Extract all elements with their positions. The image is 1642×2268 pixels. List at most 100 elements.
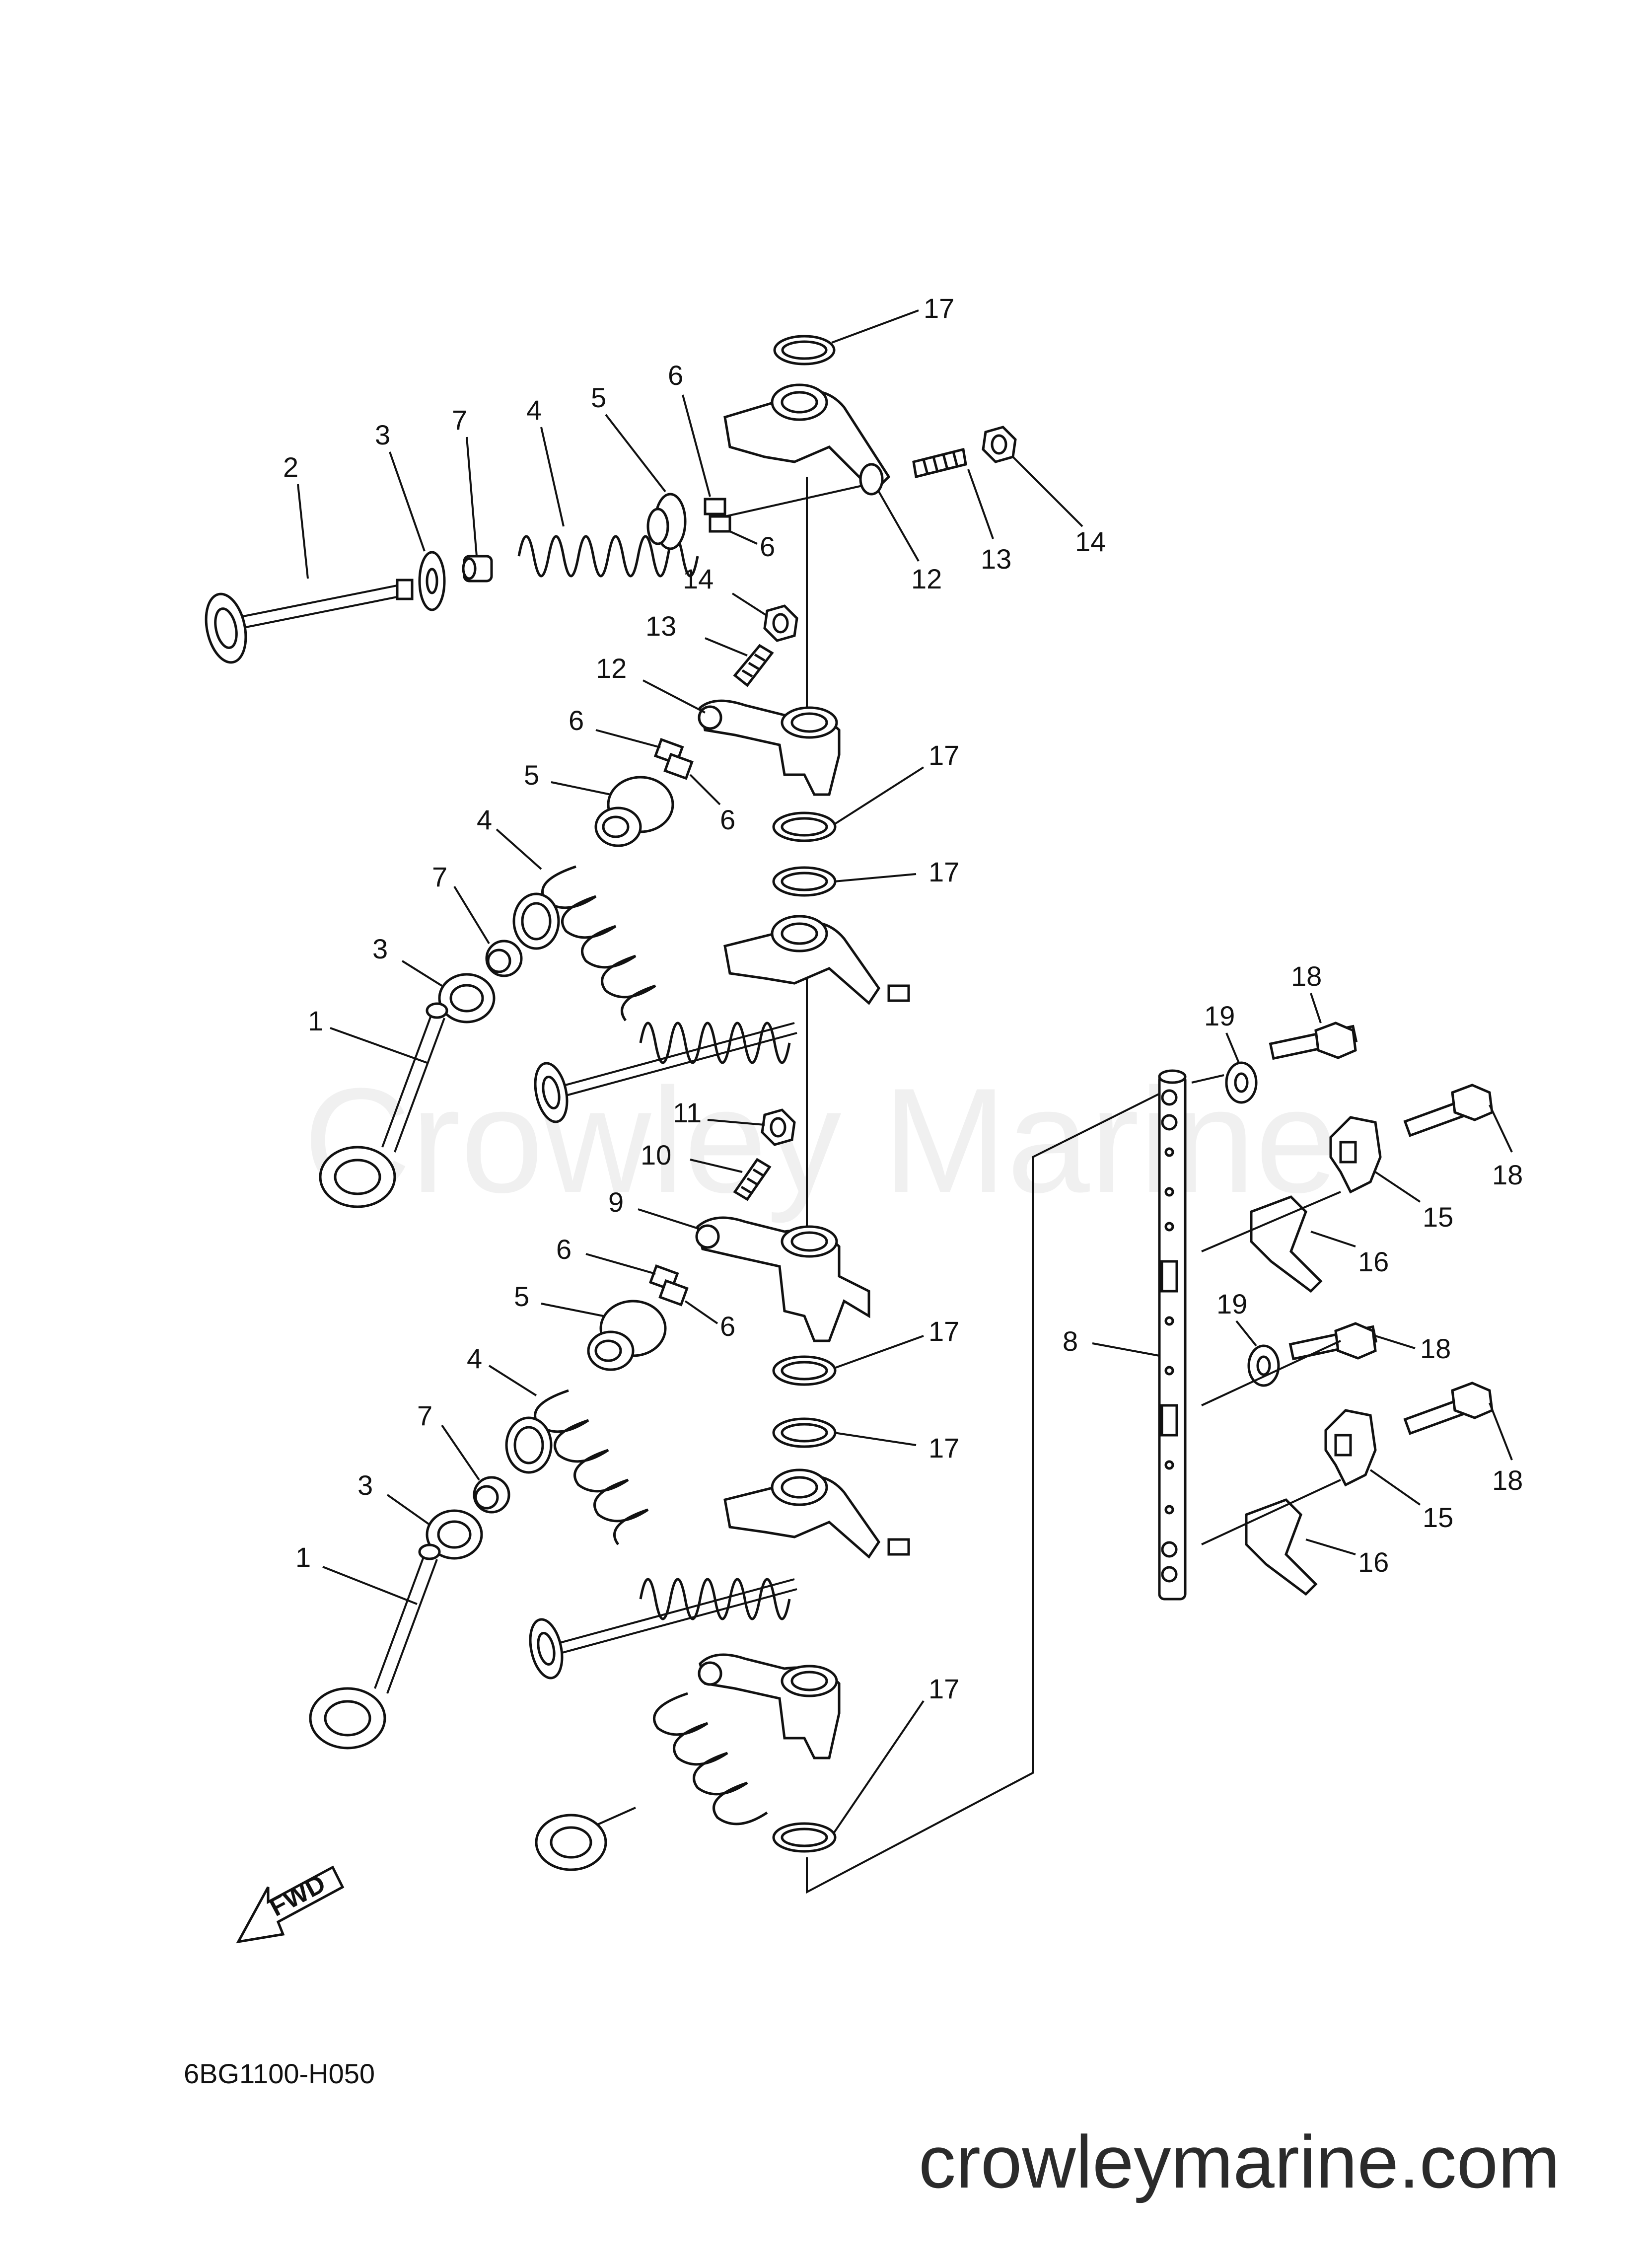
callout-4: 4 [477,804,492,835]
callout-3: 3 [375,419,390,450]
callout-11: 11 [673,1097,702,1128]
callout-18: 18 [1291,960,1322,992]
valve-2[interactable] [200,579,414,666]
lock-nut-14[interactable] [763,604,798,642]
valve-seal-7b[interactable] [485,940,523,977]
callout-17: 17 [928,739,959,771]
callout-labels: 17 6 2 3 7 4 5 6 12 13 14 14 13 12 6 6 5… [283,293,1523,1704]
lock-nut-11[interactable] [761,1108,796,1146]
callout-17: 17 [928,1432,959,1463]
bracket-15b[interactable] [1324,1409,1377,1487]
diagram-code: 6BG1100-H050 [184,2058,375,2089]
callout-19: 19 [1216,1288,1247,1319]
lock-nut-14-top[interactable] [982,426,1017,463]
callout-18: 18 [1420,1333,1451,1364]
callout-15: 15 [1423,1502,1453,1533]
rocker-arm-assembled-b[interactable] [723,1468,910,1559]
callout-15: 15 [1423,1201,1453,1233]
callout-18: 18 [1492,1159,1523,1190]
clip-16a[interactable] [1250,1195,1323,1293]
rocker-shaft-8[interactable] [1158,1069,1187,1601]
valve-spring-assembled[interactable] [530,1022,797,1125]
callout-7: 7 [432,861,447,892]
callout-6: 6 [569,705,584,736]
rocker-shaft-assembly [1158,1022,1494,1601]
rocker-arm-12-top[interactable] [723,383,891,496]
callout-10: 10 [641,1139,671,1171]
callout-2: 2 [283,451,298,483]
third-rocker-assembly [530,915,910,1125]
callout-17: 17 [928,1673,959,1704]
washer-3c[interactable] [426,1509,483,1560]
adjust-screw-13-top[interactable] [912,447,967,479]
rocker-arm-9[interactable] [695,1216,870,1342]
callout-12: 12 [596,653,627,684]
callout-6: 6 [556,1234,571,1265]
callout-6: 6 [668,360,683,391]
callout-1: 1 [295,1541,311,1573]
callout-12: 12 [911,563,942,594]
valve-spring-bottom[interactable] [535,1692,768,1871]
callout-7: 7 [452,404,467,436]
callout-4: 4 [526,394,542,426]
washer-3b[interactable] [438,973,496,1024]
callout-6: 6 [720,1311,735,1342]
valve-seal-7c[interactable] [473,1476,510,1514]
callout-4: 4 [467,1343,482,1374]
assembly-axis-lines [806,477,1172,1894]
spring-retainer-5[interactable] [646,493,687,550]
washer-19a[interactable] [1225,1061,1258,1104]
bolt-18c[interactable] [1288,1322,1378,1361]
callout-16: 16 [1358,1246,1389,1277]
callout-18: 18 [1492,1464,1523,1496]
website-url: crowleymarine.com [919,2120,1560,2203]
callout-8: 8 [1063,1325,1078,1357]
spring-retainer-5c[interactable] [587,1300,667,1371]
bolt-18d[interactable] [1403,1382,1494,1435]
callout-13: 13 [645,610,676,642]
valve-spring-4[interactable] [517,535,699,578]
rocker-arm-12[interactable] [698,699,841,796]
callout-7: 7 [417,1400,432,1431]
callout-19: 19 [1204,1000,1235,1031]
callout-9: 9 [608,1186,624,1218]
forward-direction-arrow: FWD [236,1865,345,1944]
valve-spring-4c[interactable] [505,1389,649,1545]
bolt-18b[interactable] [1403,1084,1494,1137]
rocker-arm-assembled[interactable] [723,915,910,1005]
valve-spring-4b[interactable] [512,865,656,1022]
valve-cotter-6e[interactable] [648,1264,689,1307]
adjust-screw-13[interactable] [733,644,774,687]
callout-14: 14 [683,563,714,594]
callout-17: 17 [928,1316,959,1347]
leader-lines [297,309,1513,1833]
callout-17: 17 [928,856,959,887]
callout-14: 14 [1075,526,1106,557]
fifth-rocker-assembly [525,1468,910,1871]
valve-1b[interactable] [309,1543,441,1750]
callout-5: 5 [591,382,606,413]
valve-cotter-6b[interactable] [653,737,694,780]
callout-16: 16 [1358,1546,1389,1578]
adjust-screw-10[interactable] [733,1158,772,1201]
fwd-label: FWD [265,1869,330,1922]
valve-cotter-6[interactable] [704,498,731,533]
callout-1: 1 [308,1005,323,1036]
callout-13: 13 [981,543,1011,575]
valve-seal-7[interactable] [462,555,493,583]
washer-19b[interactable] [1247,1344,1280,1387]
rocker-arm-bottom[interactable] [698,1653,841,1759]
spring-retainer-5b[interactable] [594,776,674,847]
clip-16b[interactable] [1245,1498,1318,1596]
valve-1[interactable] [319,1002,448,1208]
callout-6: 6 [720,804,735,835]
bracket-15a[interactable] [1329,1116,1382,1194]
bolt-18a[interactable] [1269,1022,1358,1060]
top-valve-assembly [200,335,1017,666]
callout-6: 6 [760,531,775,562]
callout-3: 3 [357,1469,373,1501]
fourth-rocker-assembly [309,1108,870,1750]
valve-spring-assembled-b[interactable] [525,1578,797,1681]
